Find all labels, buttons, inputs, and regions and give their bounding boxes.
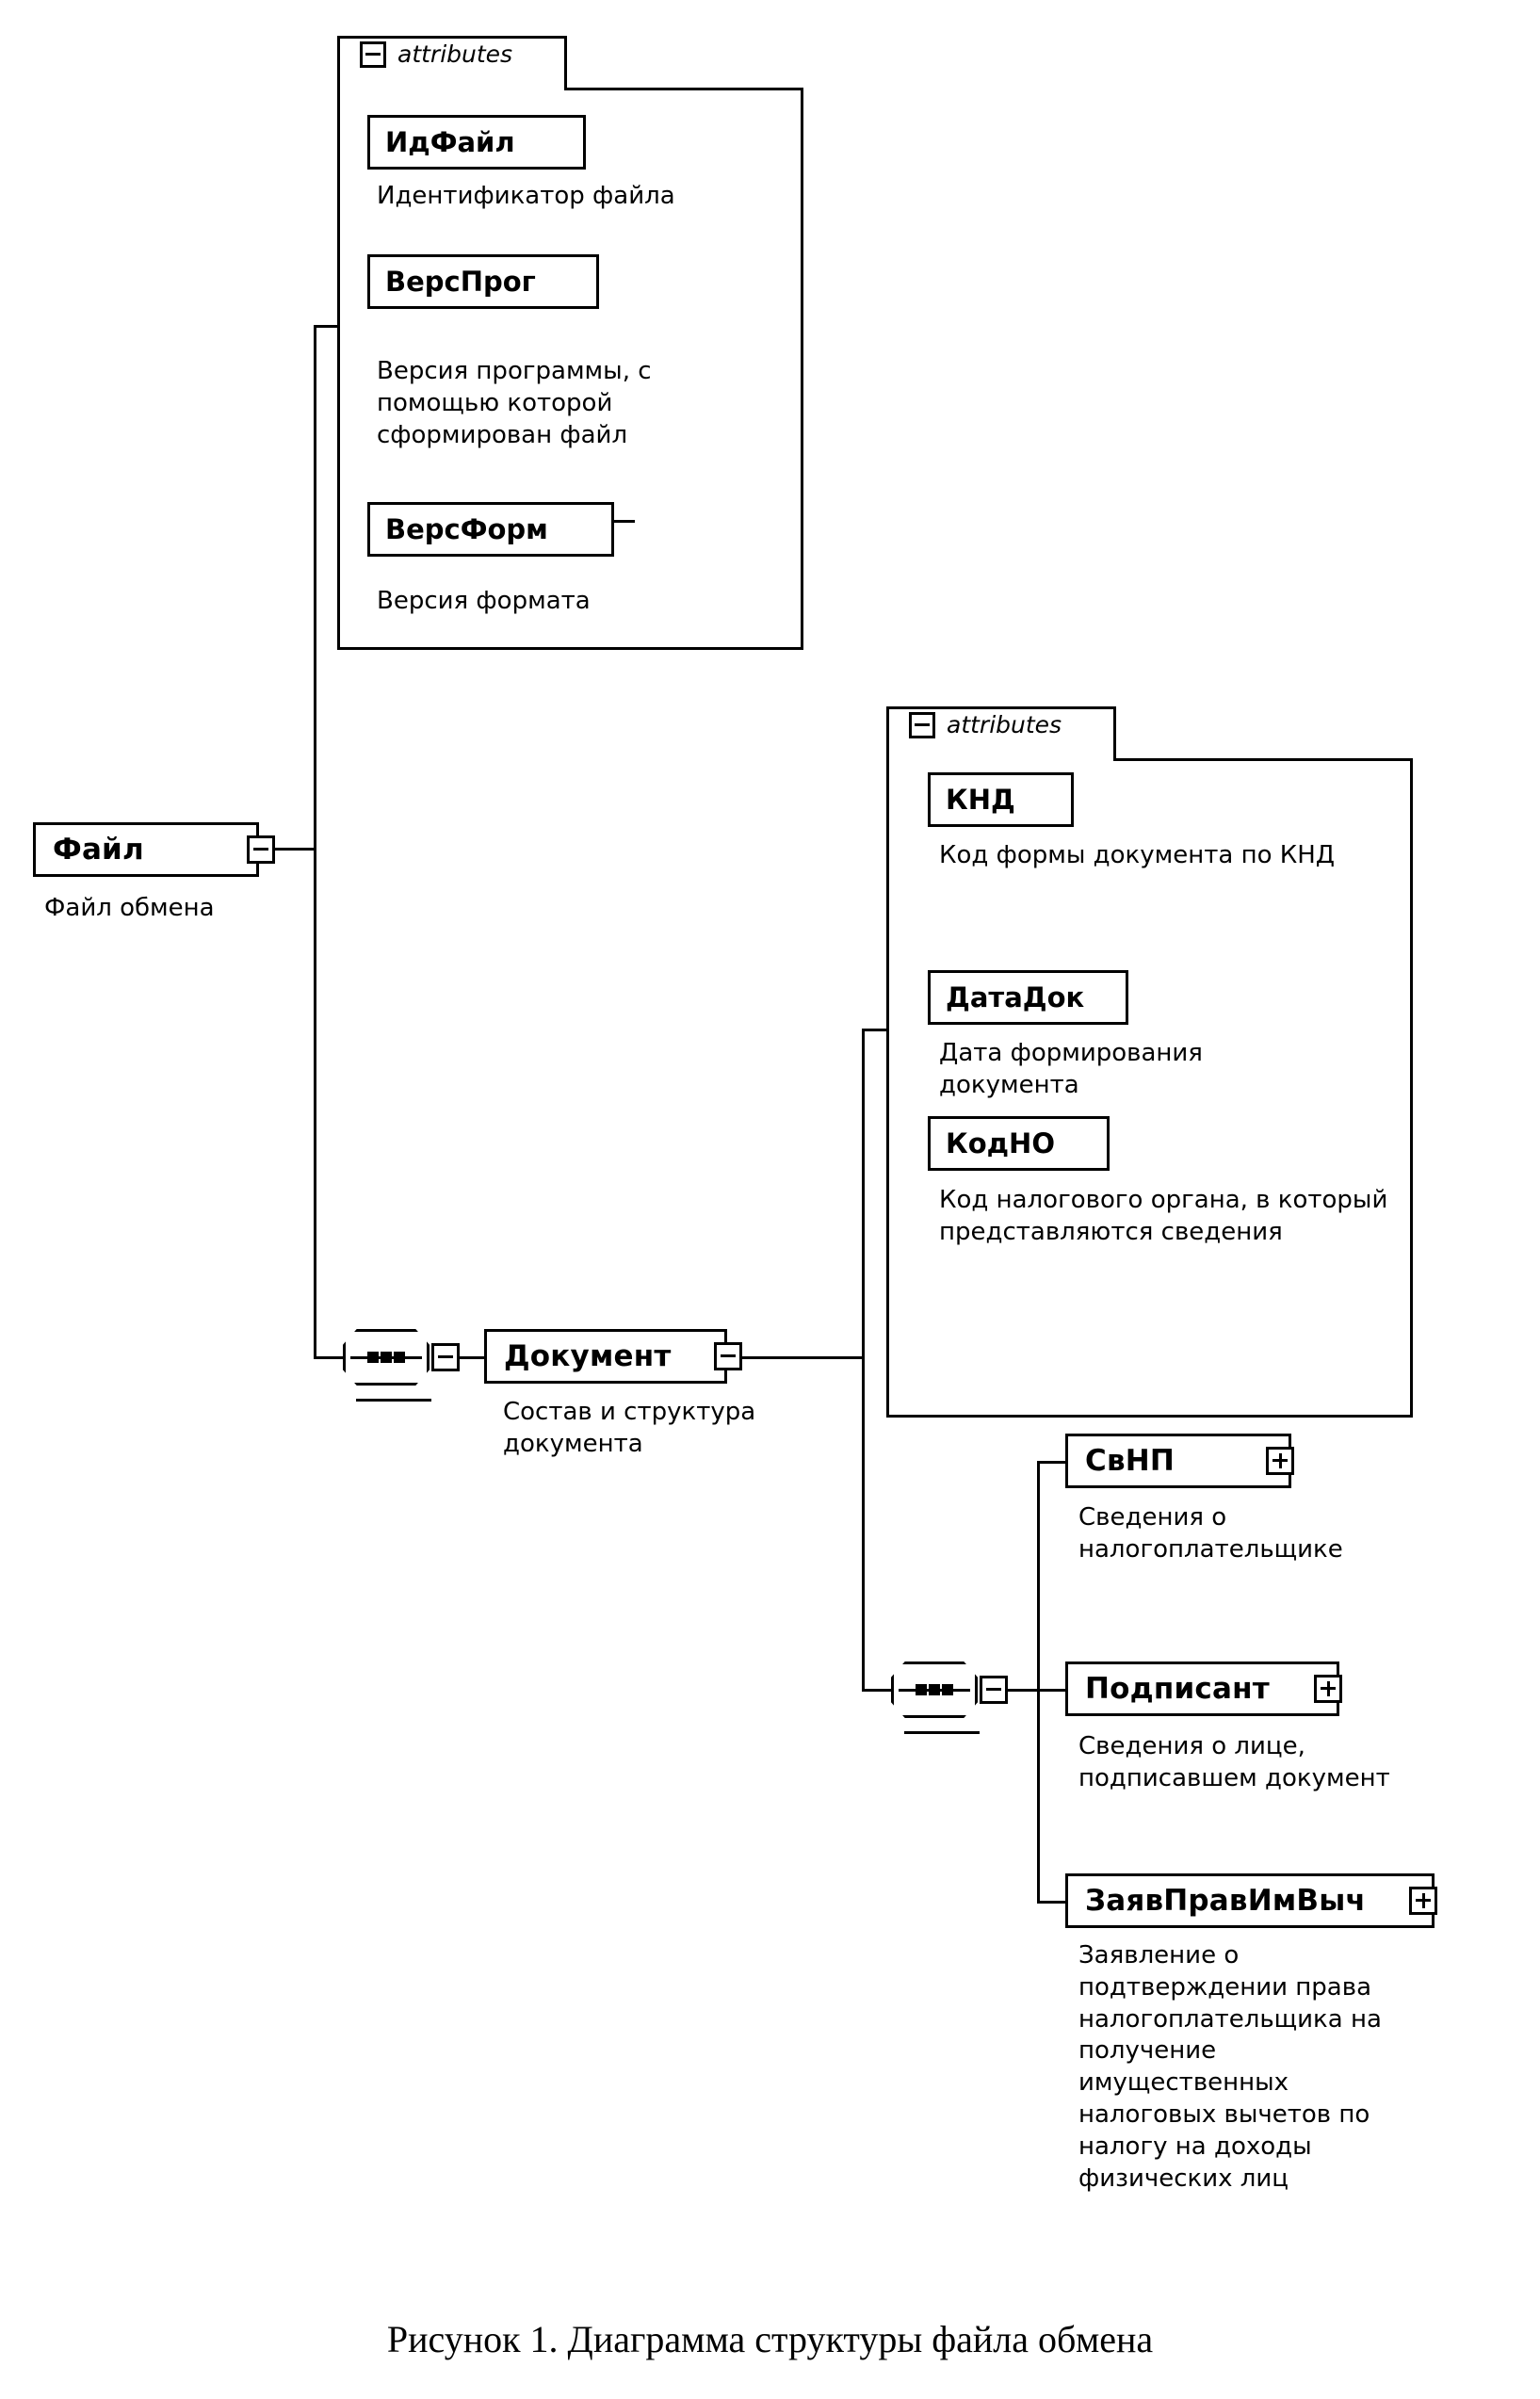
expander-minus-document[interactable] — [714, 1342, 742, 1370]
figure-caption: Рисунок 1. Диаграмма структуры файла обм… — [386, 2318, 1154, 2360]
sequence-dot — [929, 1684, 940, 1695]
collapse-minus-icon[interactable] — [360, 41, 386, 68]
connector-document-right — [742, 1356, 865, 1359]
attributes-label: attributes — [947, 711, 1062, 738]
attribute-description-idfile: Идентификатор файла — [377, 182, 675, 210]
connector-trunk-to-sequence-2 — [862, 1689, 894, 1692]
document-attributes-panel — [886, 706, 1413, 1418]
connector-document-attributes — [862, 1029, 888, 1031]
expander-plus-zayavpravimvych[interactable] — [1409, 1887, 1437, 1915]
connector-branch-svnp — [1037, 1461, 1068, 1464]
connector-sequence-to-document — [460, 1356, 486, 1359]
file-attributes-panel — [337, 36, 803, 650]
expander-plus-podpisant[interactable] — [1314, 1675, 1342, 1703]
expander-minus-sequence-document[interactable] — [980, 1676, 1008, 1704]
node-description-podpisant: Сведения о лице, подписавшем документ — [1078, 1732, 1390, 1792]
sequence-dot — [394, 1352, 405, 1363]
sequence-underline — [356, 1399, 431, 1402]
node-label: СвНП — [1085, 1444, 1175, 1478]
attribute-name: КНД — [946, 784, 1015, 816]
attribute-name: ДатаДок — [946, 981, 1085, 1013]
attribute-box-datadok[interactable]: ДатаДок — [928, 970, 1128, 1025]
node-podpisant[interactable]: Подписант — [1065, 1661, 1339, 1716]
node-description-zayavpravimvych: Заявление о подтверждении права налогопл… — [1078, 1941, 1382, 2193]
connector-trunk-to-sequence-1 — [314, 1356, 346, 1359]
connector-branch-zayav — [1037, 1901, 1068, 1904]
connector-file-attributes — [314, 325, 340, 328]
sequence-dot — [916, 1684, 927, 1695]
branch-bus-document-children — [1037, 1461, 1040, 1904]
node-document[interactable]: Документ — [484, 1329, 727, 1384]
node-label: ЗаявПравИмВыч — [1085, 1884, 1366, 1918]
attribute-box-idfile[interactable]: ИдФайл — [367, 115, 586, 170]
attribute-description-knd: Код формы документа по КНД — [939, 841, 1336, 869]
attribute-name: ВерсФорм — [385, 513, 548, 545]
attribute-description-kodno: Код налогового органа, в который предста… — [939, 1186, 1388, 1246]
sequence-underline — [904, 1731, 980, 1734]
sequence-compositor-document[interactable] — [891, 1661, 980, 1734]
attribute-name: КодНО — [946, 1127, 1055, 1159]
sequence-compositor-file[interactable] — [343, 1329, 431, 1402]
sequence-dot — [381, 1352, 392, 1363]
collapse-minus-icon[interactable] — [909, 711, 935, 738]
connector-branch-podpisant — [1037, 1689, 1068, 1692]
expander-minus-sequence-file[interactable] — [431, 1343, 460, 1371]
attribute-description-versform: Версия формата — [377, 587, 591, 615]
file-attributes-header[interactable]: attributes — [360, 41, 512, 68]
document-attributes-header[interactable]: attributes — [909, 711, 1062, 738]
attribute-box-versform[interactable]: ВерсФорм — [367, 502, 614, 557]
expander-minus-file[interactable] — [247, 835, 275, 864]
node-label: Документ — [504, 1339, 672, 1373]
sequence-dot — [942, 1684, 953, 1695]
trunk-document — [862, 1029, 865, 1692]
attribute-description-versprog: Версия программы, с помощью которой сфор… — [377, 357, 652, 449]
versform-tick — [614, 520, 635, 523]
attributes-label: attributes — [397, 41, 513, 68]
attribute-box-kodno[interactable]: КодНО — [928, 1116, 1110, 1171]
node-description-file: Файл обмена — [44, 894, 215, 922]
node-description-document: Состав и структура документа — [503, 1398, 756, 1458]
node-label: Файл — [53, 833, 144, 867]
attribute-box-versprog[interactable]: ВерсПрог — [367, 254, 599, 309]
node-zayavpravimvych[interactable]: ЗаявПравИмВыч — [1065, 1873, 1435, 1928]
attribute-box-knd[interactable]: КНД — [928, 772, 1074, 827]
trunk-file — [314, 325, 316, 1359]
attribute-name: ВерсПрог — [385, 266, 536, 298]
connector-sequence2-right — [1008, 1689, 1040, 1692]
attribute-description-datadok: Дата формирования документа — [939, 1039, 1203, 1099]
node-label: Подписант — [1085, 1672, 1270, 1706]
node-file[interactable]: Файл — [33, 822, 259, 877]
sequence-dot — [367, 1352, 379, 1363]
attribute-name: ИдФайл — [385, 126, 515, 158]
node-svnp[interactable]: СвНП — [1065, 1434, 1291, 1488]
expander-plus-svnp[interactable] — [1266, 1447, 1294, 1475]
connector-file-right — [275, 848, 316, 851]
node-description-svnp: Сведения о налогоплательщике — [1078, 1503, 1343, 1564]
